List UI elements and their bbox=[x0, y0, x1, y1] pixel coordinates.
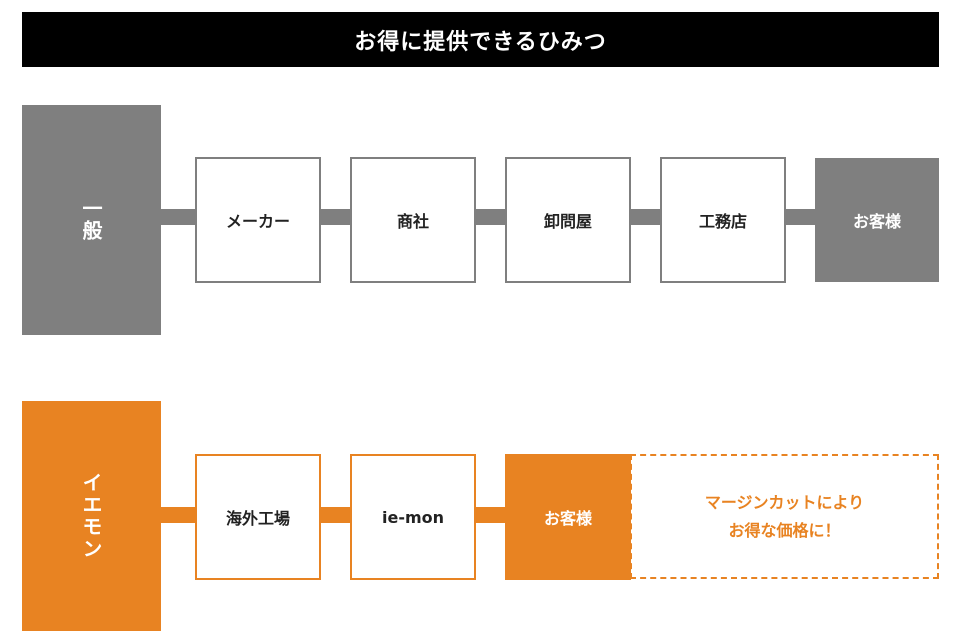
step-label: 商社 bbox=[396, 212, 429, 231]
general-step-wholesaler: 卸問屋 bbox=[505, 157, 631, 283]
step-label: ie-mon bbox=[381, 507, 445, 527]
step-label: 海外工場 bbox=[225, 509, 290, 528]
callout-line-1: マージンカットにより bbox=[704, 492, 865, 512]
customer-label: お客様 bbox=[852, 212, 901, 231]
iemon-customer-box: お客様 bbox=[505, 454, 631, 580]
general-row-label: 一般 bbox=[22, 105, 161, 335]
general-connector bbox=[161, 209, 819, 225]
general-customer-box: お客様 bbox=[815, 158, 939, 282]
iemon-step-ie-mon: ie-mon bbox=[350, 454, 476, 580]
general-step-trading-company: 商社 bbox=[350, 157, 476, 283]
title-text: お得に提供できるひみつ bbox=[354, 29, 607, 55]
step-label: メーカー bbox=[225, 212, 290, 231]
iemon-step-overseas-factory: 海外工場 bbox=[195, 454, 321, 580]
iemon-row-label: イエモン bbox=[22, 401, 161, 631]
step-label: 工務店 bbox=[698, 212, 747, 231]
general-step-maker: メーカー bbox=[195, 157, 321, 283]
general-label-text: 一般 bbox=[79, 198, 103, 242]
title-banner: お得に提供できるひみつ bbox=[22, 12, 939, 67]
general-step-contractor: 工務店 bbox=[660, 157, 786, 283]
margin-cut-callout: マージンカットにより お得な価格に！ bbox=[630, 454, 939, 579]
callout-line-2: お得な価格に！ bbox=[728, 520, 841, 540]
iemon-label-text: イエモン bbox=[79, 472, 103, 560]
step-label: 卸問屋 bbox=[543, 212, 592, 231]
customer-label: お客様 bbox=[543, 509, 592, 528]
